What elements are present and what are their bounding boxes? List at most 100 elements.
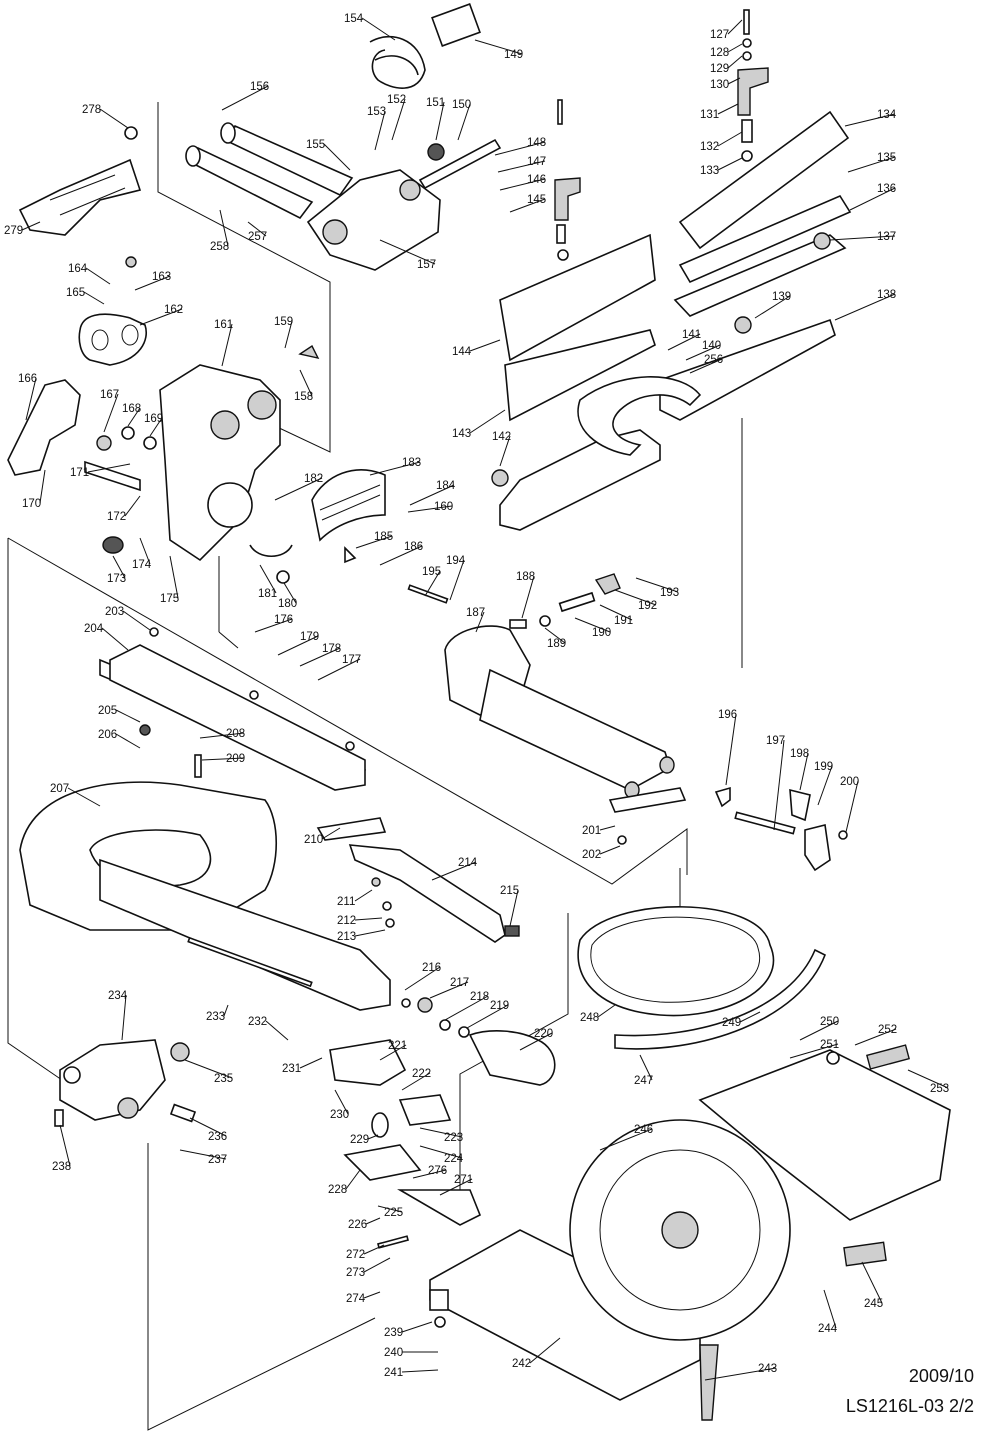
part-label-206: 206 (98, 729, 117, 741)
drawing-date: 2009/10 (908, 1366, 974, 1386)
leader-line-247 (639, 1054, 653, 1081)
part-label-151: 151 (426, 97, 445, 109)
part-label-239: 239 (384, 1327, 403, 1339)
part-label-163: 163 (152, 271, 171, 283)
leader-line-246 (599, 1128, 653, 1151)
part-label-128: 128 (710, 47, 729, 59)
leader-line-245 (861, 1261, 883, 1304)
part-label-152: 152 (387, 94, 406, 106)
part-label-136: 136 (877, 183, 896, 195)
part-label-177: 177 (342, 654, 361, 666)
leader-line-175 (169, 555, 179, 599)
leader-line-212 (354, 917, 383, 921)
part-label-171: 171 (70, 467, 89, 479)
leader-line-139 (754, 295, 791, 319)
part-label-212: 212 (337, 915, 356, 927)
part-label-189: 189 (547, 638, 566, 650)
leader-line-244 (823, 1289, 837, 1329)
part-label-183: 183 (402, 457, 421, 469)
part-label-215: 215 (500, 885, 519, 897)
leader-line-228 (345, 1169, 361, 1190)
leader-line-218 (444, 995, 489, 1021)
part-label-199: 199 (814, 761, 833, 773)
part-label-158: 158 (294, 391, 313, 403)
part-label-203: 203 (105, 606, 124, 618)
part-label-217: 217 (450, 977, 469, 989)
leader-line-145 (509, 198, 546, 213)
part-label-153: 153 (367, 106, 386, 118)
leader-line-146 (499, 178, 546, 191)
leader-line-158 (299, 369, 313, 397)
part-label-230: 230 (330, 1109, 349, 1121)
part-label-160: 160 (434, 501, 453, 513)
leader-line-164 (85, 267, 111, 285)
leader-line-192 (614, 589, 657, 606)
part-label-147: 147 (527, 156, 546, 168)
leader-line-172 (124, 495, 141, 517)
leader-line-219 (466, 1004, 509, 1029)
leader-line-203 (122, 610, 151, 631)
leader-line-143 (469, 409, 506, 434)
part-label-161: 161 (214, 319, 233, 331)
leader-line-273 (363, 1257, 391, 1273)
part-label-200: 200 (840, 776, 859, 788)
leader-line-250 (799, 1020, 839, 1041)
slide-rail-assembly (185, 3, 502, 271)
leader-line-141 (667, 333, 701, 351)
part-label-157: 157 (417, 259, 436, 271)
leader-line-163 (134, 275, 171, 291)
part-label-132: 132 (700, 141, 719, 153)
part-label-219: 219 (490, 1000, 509, 1012)
leader-line-186 (379, 545, 423, 566)
part-label-223: 223 (444, 1132, 463, 1144)
leader-line-152 (391, 98, 406, 141)
leader-line-249 (739, 1011, 761, 1023)
leader-line-276 (412, 1169, 447, 1179)
part-label-276: 276 (428, 1165, 447, 1177)
leader-line-190 (574, 617, 611, 633)
part-label-236: 236 (208, 1131, 227, 1143)
leader-line-200 (845, 780, 859, 833)
leader-line-179 (277, 635, 319, 656)
part-label-176: 176 (274, 614, 293, 626)
part-label-220: 220 (534, 1028, 553, 1040)
part-label-168: 168 (122, 403, 141, 415)
leader-line-198 (799, 752, 809, 791)
part-label-233: 233 (206, 1011, 225, 1023)
leader-line-278 (99, 108, 129, 129)
part-label-214: 214 (458, 857, 478, 869)
part-label-204: 204 (84, 623, 104, 635)
part-label-155: 155 (306, 139, 325, 151)
leader-line-197 (773, 739, 785, 831)
leader-line-167 (103, 393, 119, 433)
part-label-172: 172 (107, 511, 126, 523)
part-label-193: 193 (660, 587, 679, 599)
leader-line-193 (635, 577, 679, 593)
leader-line-201 (599, 825, 616, 831)
part-label-148: 148 (527, 137, 546, 149)
part-label-216: 216 (422, 962, 441, 974)
part-label-188: 188 (516, 571, 535, 583)
part-label-252: 252 (878, 1024, 897, 1036)
leader-line-253 (907, 1069, 949, 1089)
leader-line-133 (717, 157, 743, 171)
part-label-140: 140 (702, 340, 721, 352)
blade-guard-hub (407, 573, 675, 799)
part-label-249: 249 (722, 1017, 741, 1029)
leader-line-166 (25, 377, 37, 421)
part-label-234: 234 (108, 990, 128, 1002)
leader-line-214 (431, 861, 477, 881)
leader-line-183 (369, 461, 421, 476)
part-label-235: 235 (214, 1073, 233, 1085)
leader-line-196 (725, 713, 737, 786)
leader-line-202 (599, 845, 621, 855)
leader-line-210 (321, 827, 341, 840)
leader-line-182 (274, 477, 323, 501)
part-label-184: 184 (436, 480, 456, 492)
cable-hanger (18, 126, 142, 268)
part-label-173: 173 (107, 573, 126, 585)
part-label-257: 257 (248, 231, 267, 243)
fence-bracket-assembly (54, 936, 313, 1127)
leader-line-137 (829, 235, 896, 241)
leader-line-229 (367, 1134, 379, 1140)
